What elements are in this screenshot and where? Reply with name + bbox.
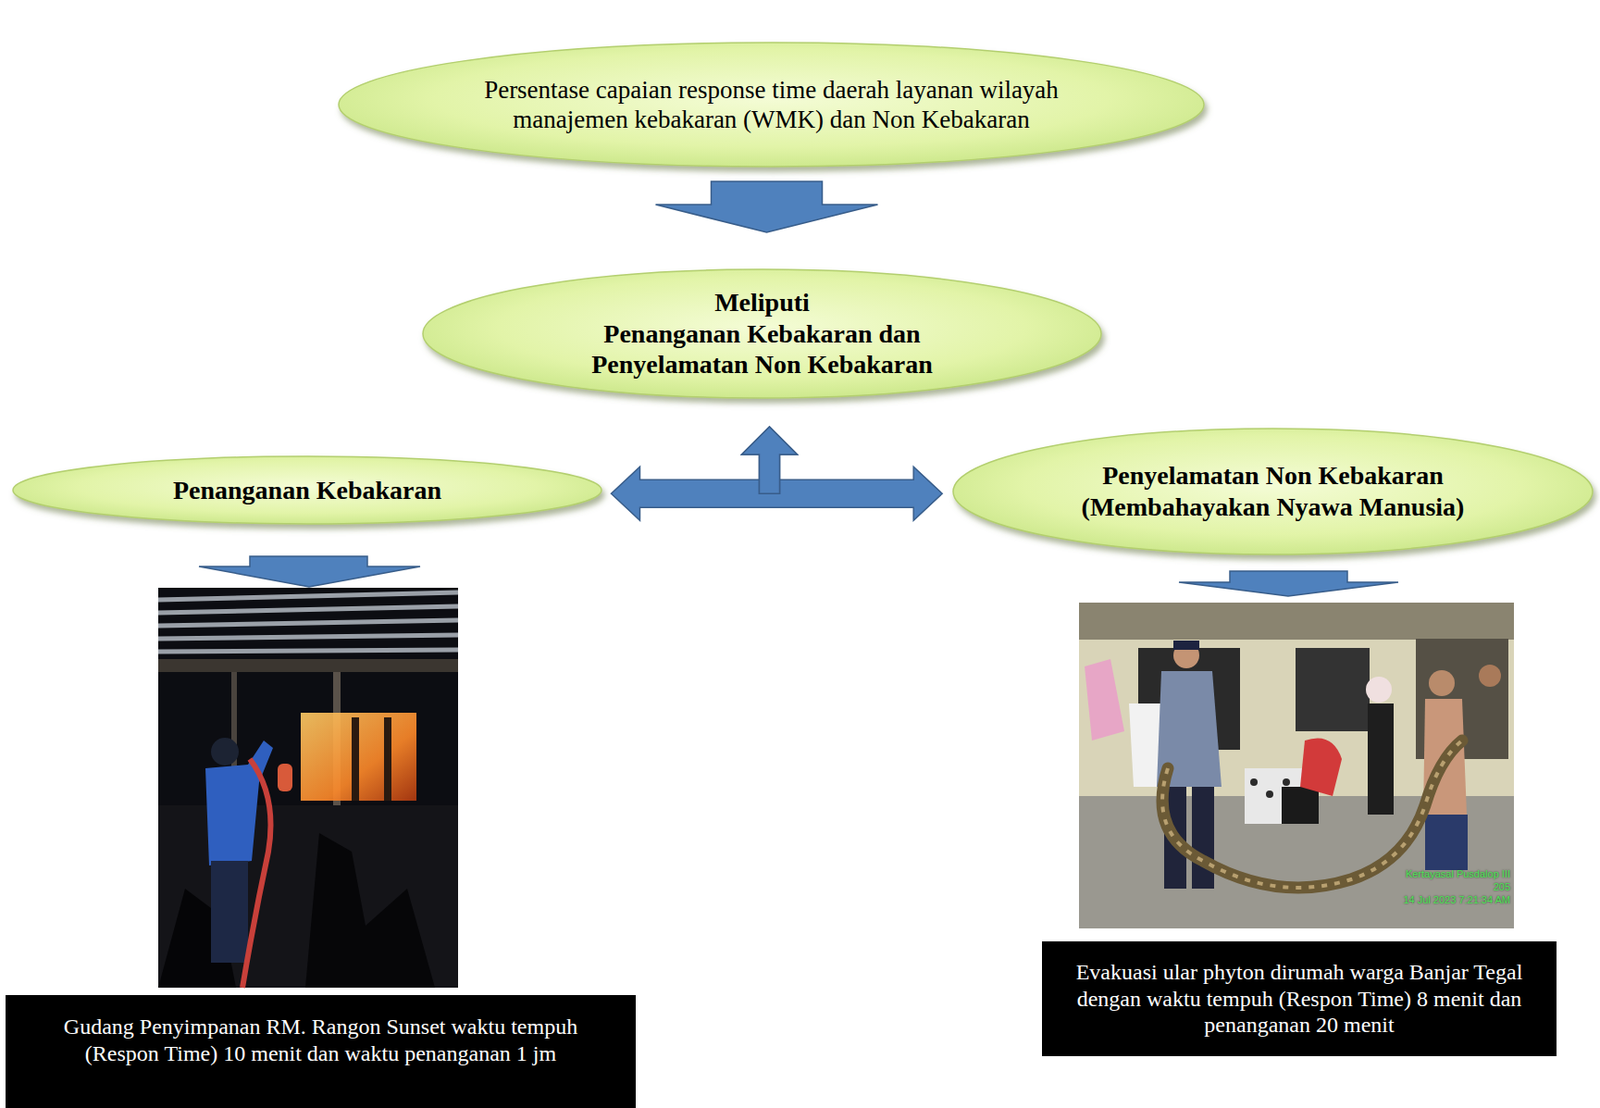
snake-photo	[1079, 602, 1514, 929]
watermark: Kertayasal Pusdalop III	[1405, 868, 1511, 881]
block-arrow	[742, 426, 798, 494]
text-group: Evakuasi ular phyton dirumah warga Banja…	[1067, 958, 1531, 1039]
text-group: Gudang Penyimpanan RM. Rangon Sunset wak…	[24, 1013, 618, 1067]
goal-ellipse: Persentase capaian response time daerah …	[336, 40, 1206, 169]
rescue-ellipse: Penyelamatan Non Kebakaran (Membahayakan…	[951, 426, 1595, 557]
node-text: Gudang Penyimpanan RM. Rangon Sunset wak…	[24, 1013, 618, 1067]
ellipse-outline	[336, 40, 1206, 169]
node-text: Penanganan Kebakaran	[85, 474, 530, 507]
text-group: MeliputiPenanganan Kebakaran dan Penyela…	[545, 286, 980, 381]
node-text: Persentase capaian response time daerah …	[466, 74, 1078, 136]
node-text: Penanganan Kebakaran dan Penyelamatan No…	[545, 318, 980, 381]
text-group: Penanganan Kebakaran	[85, 474, 530, 507]
watermark: 205	[1493, 880, 1511, 894]
text-group: Persentase capaian response time daerah …	[466, 74, 1078, 136]
caption-box: Evakuasi ular phyton dirumah warga Banja…	[1041, 941, 1557, 1056]
block-arrow	[742, 426, 798, 494]
node-text: Evakuasi ular phyton dirumah warga Banja…	[1067, 958, 1531, 1039]
node-text: Meliputi	[545, 286, 980, 319]
scope-ellipse: MeliputiPenanganan Kebakaran dan Penyela…	[421, 267, 1104, 400]
node-text: Penyelamatan Non Kebakaran (Membahayakan…	[1041, 459, 1505, 522]
caption-box: Gudang Penyimpanan RM. Rangon Sunset wak…	[5, 994, 636, 1108]
fire-photo	[158, 587, 459, 988]
block-arrow	[656, 181, 879, 233]
fire-handling-ellipse: Penanganan Kebakaran	[11, 454, 604, 526]
watermark: 14 Jul 2023 7:21:34 AM	[1402, 893, 1511, 907]
text-group: Penyelamatan Non Kebakaran (Membahayakan…	[1041, 459, 1505, 522]
ellipse-outline	[951, 426, 1595, 557]
